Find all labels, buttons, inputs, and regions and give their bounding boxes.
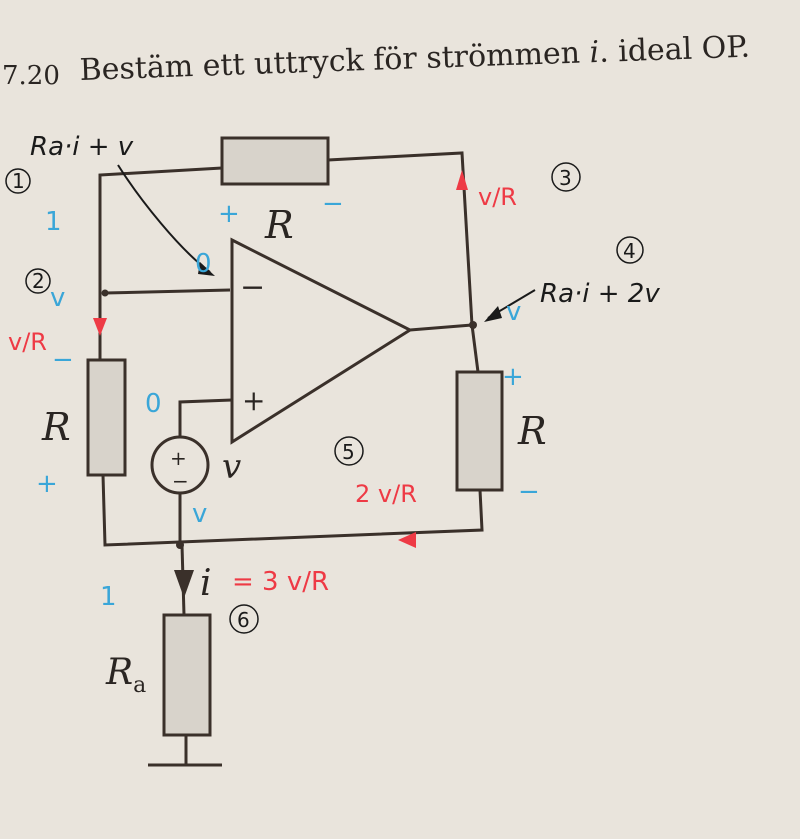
source-plus: + bbox=[170, 446, 187, 470]
problem-statement: Bestäm ett uttryck för strömmen i. ideal… bbox=[79, 30, 750, 88]
mark-zero: 0 bbox=[145, 389, 162, 419]
current-left-note: v/R bbox=[8, 328, 47, 356]
mark-minus: − bbox=[518, 477, 540, 507]
arrowhead-icon bbox=[484, 306, 502, 322]
arrowhead-icon bbox=[198, 262, 215, 276]
current-bottom-note: 2 v/R bbox=[355, 480, 417, 508]
node-label-6: 6 bbox=[237, 608, 250, 632]
label-r-top: R bbox=[264, 203, 294, 247]
mark-plus: + bbox=[36, 469, 58, 499]
resistor-right bbox=[455, 370, 504, 492]
mark-plus: + bbox=[502, 362, 524, 392]
label-r-right: R bbox=[517, 409, 547, 453]
mark-plus: + bbox=[218, 199, 240, 229]
label-ra: Ra bbox=[105, 652, 146, 698]
mark-one: 1 bbox=[100, 582, 117, 612]
resistor-top bbox=[220, 136, 330, 186]
node-label-1: 1 bbox=[12, 169, 25, 193]
current-up-arrow-icon bbox=[456, 170, 468, 190]
pointer-arrow-icon bbox=[117, 164, 211, 273]
node-dot bbox=[176, 541, 184, 549]
current-left-arrow-icon bbox=[398, 532, 416, 548]
current-down-arrow-icon bbox=[93, 318, 107, 336]
mark-minus: − bbox=[322, 189, 344, 219]
mark-one: 1 bbox=[45, 207, 62, 237]
node-label-3: 3 bbox=[559, 166, 572, 190]
node4-voltage-note: Ra·i + 2v bbox=[540, 279, 660, 309]
opamp-minus: − bbox=[240, 270, 265, 305]
current-i-note: = 3 v/R bbox=[232, 567, 329, 597]
problem-number: 7.20 bbox=[2, 61, 60, 91]
source-minus: − bbox=[172, 469, 189, 493]
current-arrow-icon bbox=[174, 570, 194, 598]
circuit-wires bbox=[98, 151, 484, 767]
mark-minus: − bbox=[52, 345, 74, 375]
mark-zero: 0 bbox=[195, 249, 212, 279]
node1-voltage-note: Ra·i + v bbox=[30, 132, 134, 162]
node-label-2: 2 bbox=[32, 269, 45, 293]
mark-v: v bbox=[506, 297, 521, 327]
resistor-left bbox=[86, 358, 127, 477]
mark-v: v bbox=[50, 283, 65, 313]
voltage-source bbox=[150, 435, 210, 495]
current-top-note: v/R bbox=[478, 183, 517, 211]
opamp-plus: + bbox=[242, 384, 265, 417]
node-dot bbox=[101, 289, 109, 297]
opamp-triangle bbox=[230, 237, 414, 445]
mark-v: v bbox=[192, 499, 207, 529]
label-current-i: i bbox=[200, 563, 212, 604]
label-r-left: R bbox=[41, 405, 71, 449]
node-numbers: 1 2 3 4 5 6 bbox=[5, 162, 644, 634]
node-label-5: 5 bbox=[342, 440, 355, 464]
node-label-4: 4 bbox=[623, 239, 636, 263]
label-source-v: v bbox=[222, 447, 241, 487]
node-dot bbox=[469, 321, 477, 329]
resistor-a bbox=[162, 613, 212, 737]
polarity-marks: + − + − − + 0 0 v v v 1 1 bbox=[36, 189, 540, 612]
